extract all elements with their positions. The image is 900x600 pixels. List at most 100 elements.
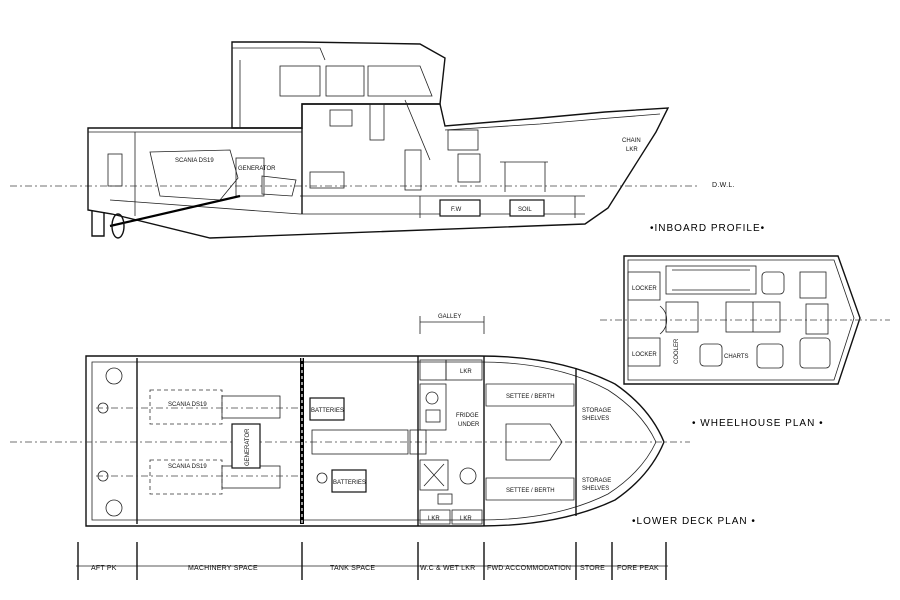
profile-bulkhead-unit [404, 149, 422, 191]
lowerdeck-galley-sink [425, 391, 439, 405]
lowerdeck-gearbox-port [221, 395, 281, 419]
lowerdeck-settee-bottom-label: SETTEE / BERTH [506, 488, 555, 494]
lowerdeck-aft-circle-top [105, 367, 123, 385]
lowerdeck-inner-line [91, 361, 657, 521]
wheelhouse-chair-nav [699, 343, 723, 367]
space-division-strip: AFT PK MACHINERY SPACE TANK SPACE W.C & … [76, 542, 668, 580]
profile-engine-label: SCANIA DS19 [175, 158, 214, 164]
lowerdeck-fridge-label-1: FRIDGE [456, 413, 479, 419]
space-machinery: MACHINERY SPACE [188, 565, 258, 572]
lowerdeck-settee-bottom [485, 477, 575, 501]
lowerdeck-engine-stbd [149, 459, 223, 495]
profile-fridge-unit [457, 153, 481, 183]
lowerdeck-generator-label: GENERATOR [245, 428, 251, 466]
wheelhouse-locker-top [627, 271, 661, 301]
profile-chain-locker-label-2: LKR [626, 147, 638, 153]
lowerdeck-lkr-top-label: LKR [460, 369, 472, 375]
wheelhouse-locker-bottom-label: LOCKER [632, 352, 657, 358]
space-fore-peak: FORE PEAK [617, 565, 659, 572]
inboard-profile: SCANIA DS19 GENERATOR CHAIN LKR D.W.L. F… [10, 41, 765, 239]
wheelhouse-outline [623, 255, 861, 385]
profile-fw-tank [439, 199, 481, 217]
profile-wheelhouse [231, 41, 446, 129]
space-aft-peak: AFT PK [91, 565, 117, 572]
lowerdeck-storage-bottom-label-1: STORAGE [582, 478, 611, 484]
wheelhouse-charts-label: CHARTS [724, 354, 749, 360]
lowerdeck-shower [419, 459, 449, 491]
wheelhouse-console-mid [805, 303, 829, 335]
wheelhouse-settee-lines [672, 269, 750, 291]
profile-fw-label: F.W [451, 207, 462, 213]
galley-label: GALLEY [438, 314, 461, 320]
lowerdeck-fridge-label-2: UNDER [458, 422, 480, 428]
lowerdeck-table [505, 423, 563, 461]
profile-roof-line [232, 47, 326, 61]
lowerdeck-lkr-br-label: LKR [460, 516, 472, 522]
profile-window-mid [325, 65, 365, 97]
wheelhouse-console-top [799, 271, 827, 299]
profile-propeller-shaft [109, 194, 241, 228]
space-store: STORE [580, 565, 605, 572]
wheelhouse-locker-bottom [627, 337, 661, 367]
profile-window-fwd [367, 65, 433, 97]
lowerdeck-generator [231, 423, 261, 469]
lowerdeck-batteries-bottom-label: BATTERIES [333, 480, 366, 486]
lowerdeck-galley-counter [419, 383, 447, 431]
profile-generator-label: GENERATOR [238, 166, 276, 172]
lowerdeck-lkr-bottom-right [451, 509, 483, 525]
lowerdeck-lkr-top [445, 359, 483, 381]
profile-chain-locker-label-1: CHAIN [622, 138, 641, 144]
lowerdeck-stair [409, 429, 427, 455]
profile-exhaust [107, 153, 123, 187]
wheelhouse-helm-station [799, 337, 831, 369]
space-wc-wet-locker: W.C & WET LKR [420, 565, 475, 572]
lowerdeck-galley-cupboard [419, 359, 447, 381]
lowerdeck-storage-top-label-1: STORAGE [582, 408, 611, 414]
lowerdeck-batteries-top [309, 397, 345, 421]
lowerdeck-storage-bottom-label-2: SHELVES [582, 486, 609, 492]
galley-dimension [419, 316, 485, 334]
wheelhouse-table-aft [665, 301, 699, 333]
profile-seat [329, 109, 353, 127]
wheelhouse-settee-top [665, 265, 757, 295]
lowerdeck-gearbox-stbd [221, 465, 281, 489]
inboard-profile-title: •INBOARD PROFILE• [650, 223, 765, 234]
lowerdeck-toilet [459, 467, 477, 485]
wheelhouse-cooler-label: COOLER [674, 338, 680, 364]
lowerdeck-settee-top-label: SETTEE / BERTH [506, 394, 555, 400]
lowerdeck-batteries-bottom [331, 469, 367, 493]
wheelhouse-plan: LOCKER LOCKER COOLER CHARTS • WHEELHOUSE… [600, 255, 890, 429]
profile-tank-block [309, 171, 345, 189]
lower-deck-plan-title: •LOWER DECK PLAN • [632, 516, 756, 527]
profile-soil-label: SOIL [518, 207, 532, 213]
profile-soil-tank [509, 199, 545, 217]
lowerdeck-batteries-top-label: BATTERIES [311, 408, 344, 414]
profile-sheer-line [444, 113, 661, 131]
profile-gearbox [261, 175, 297, 197]
lowerdeck-galley-stove [425, 409, 441, 423]
profile-galley-unit [447, 129, 479, 151]
lowerdeck-engine-port-label: SCANIA DS19 [168, 402, 207, 408]
profile-table [500, 161, 548, 192]
space-fwd-accommodation: FWD ACCOMMODATION [487, 565, 571, 572]
profile-generator [235, 157, 265, 197]
wheelhouse-door-swing [659, 305, 668, 335]
lowerdeck-engine-stbd-label: SCANIA DS19 [168, 464, 207, 470]
profile-hull-outline [87, 103, 670, 239]
wheelhouse-plan-title: • WHEELHOUSE PLAN • [692, 418, 824, 429]
profile-floor-line [109, 199, 585, 215]
lowerdeck-shower-drain [423, 463, 445, 487]
lowerdeck-aft-circle-bottom [105, 499, 123, 517]
profile-helm-console [369, 103, 385, 141]
profile-dwl-label: D.W.L. [712, 182, 735, 189]
lowerdeck-storage-top-label-2: SHELVES [582, 416, 609, 422]
profile-rudder [91, 210, 105, 237]
wheelhouse-chair-top [761, 271, 785, 295]
wheelhouse-chair-helm [756, 343, 784, 369]
lower-deck-plan: GALLEY SCANIA DS19 SCANIA DS19 GENERATOR… [10, 314, 756, 527]
lowerdeck-lkr-bottom-left [419, 509, 451, 525]
lowerdeck-tank [311, 429, 409, 455]
lowerdeck-wc-basin [437, 493, 453, 505]
space-strip-ticks [77, 542, 667, 580]
